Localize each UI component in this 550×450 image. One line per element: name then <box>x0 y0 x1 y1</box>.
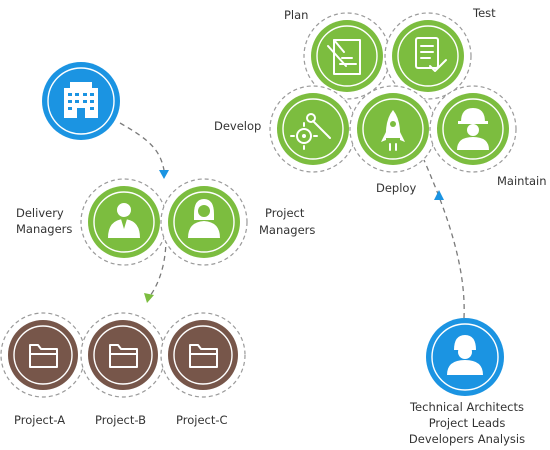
folder-icon <box>109 344 138 368</box>
office-building-icon <box>64 82 98 118</box>
wrench-gear-icon <box>290 113 331 150</box>
plan-label: Plan <box>284 8 308 22</box>
project-managers-label-line2: Managers <box>259 223 315 237</box>
arrowhead-blue-2 <box>434 190 444 200</box>
delivery-managers-label-line1: Delivery <box>16 206 64 220</box>
arrowhead-green <box>144 293 154 303</box>
tech-roles-line2: Project Leads <box>429 416 506 430</box>
project-c-node[interactable] <box>160 312 246 398</box>
connector-team-to-deploy <box>423 159 465 319</box>
worker-helmet-icon <box>457 108 489 150</box>
test-node <box>384 12 472 100</box>
project-b-node[interactable] <box>80 312 166 398</box>
connector-managers-to-projects <box>149 237 167 297</box>
deploy-node <box>349 85 437 173</box>
manager-icon <box>108 203 140 238</box>
project-a-node[interactable] <box>0 312 86 398</box>
maintain-label: Maintain <box>497 174 547 188</box>
project-a-label: Project-A <box>14 413 65 427</box>
arrowhead-blue-1 <box>159 170 169 179</box>
deploy-label: Deploy <box>376 181 416 195</box>
tech-roles-line1: Technical Architects <box>409 400 524 414</box>
rocket-icon <box>381 110 405 151</box>
delivery-managers-node <box>80 178 168 266</box>
tech-roles-line3: Developers Analysis <box>409 432 525 446</box>
maintain-node <box>429 85 517 173</box>
project-managers-node <box>160 178 248 266</box>
company-node <box>42 62 120 140</box>
project-managers-label-line1: Project <box>265 206 305 220</box>
folder-icon <box>189 344 218 368</box>
checklist-icon <box>415 37 447 72</box>
project-c-label: Project-C <box>176 413 228 427</box>
blueprint-icon <box>327 39 361 75</box>
project-b-label: Project-B <box>95 413 146 427</box>
connector-company-to-managers <box>119 122 165 171</box>
technical-team-node <box>426 318 504 396</box>
test-label: Test <box>472 6 496 20</box>
engineer-icon <box>447 335 483 375</box>
female-manager-icon <box>188 199 220 238</box>
develop-label: Develop <box>214 119 261 133</box>
folder-icon <box>29 344 58 368</box>
delivery-managers-label-line2: Managers <box>16 222 72 236</box>
develop-node <box>269 85 357 173</box>
plan-node <box>303 12 391 100</box>
